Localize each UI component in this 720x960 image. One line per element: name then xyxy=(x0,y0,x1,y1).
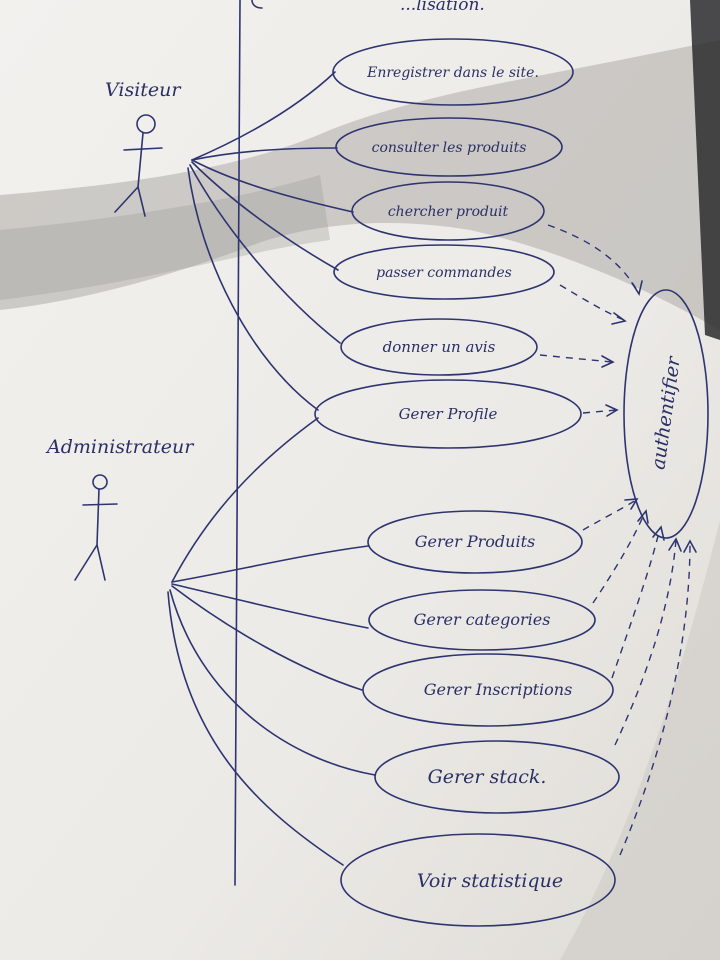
use-case-stock-label: Gerer stack. xyxy=(428,766,547,788)
use-case-search: chercher produit xyxy=(351,181,545,241)
actor-admin: Administrateur xyxy=(45,436,195,581)
stick-figure-admin-icon xyxy=(74,474,118,581)
use-case-review-label: donner un avis xyxy=(383,338,496,356)
stick-figure-visitor-icon xyxy=(114,114,163,217)
use-case-stats-label: Voir statistique xyxy=(417,870,563,892)
use-case-categories-label: Gerer categories xyxy=(414,610,551,629)
use-case-signups: Gerer Inscriptions xyxy=(362,653,614,727)
actor-visitor-label: Visiteur xyxy=(105,79,182,101)
partial-top-ellipse-edge xyxy=(251,0,263,9)
admin-associations xyxy=(167,417,376,866)
use-case-browse: consulter les produits xyxy=(335,117,563,177)
use-case-profile-label: Gerer Profile xyxy=(399,405,498,423)
use-case-categories: Gerer categories xyxy=(368,589,596,651)
use-case-search-label: chercher produit xyxy=(388,204,509,220)
use-case-browse-label: consulter les produits xyxy=(372,140,527,156)
visitor-associations xyxy=(187,71,354,411)
use-case-profile: Gerer Profile xyxy=(314,379,582,449)
use-case-stats: Voir statistique xyxy=(340,833,616,927)
use-case-register: Enregistrer dans le site. xyxy=(332,38,574,106)
use-case-review: donner un avis xyxy=(340,318,538,376)
use-case-authenticate-label: authentifier xyxy=(647,353,685,470)
partial-top-text: ...lisation. xyxy=(400,0,485,15)
use-case-stock: Gerer stack. xyxy=(374,740,620,814)
use-case-signups-label: Gerer Inscriptions xyxy=(424,680,573,699)
include-arrows xyxy=(539,224,697,856)
system-boundary-line xyxy=(234,0,241,886)
use-case-products: Gerer Produits xyxy=(367,510,583,574)
actor-visitor: Visiteur xyxy=(105,79,182,217)
use-case-products-label: Gerer Produits xyxy=(415,532,535,551)
actor-admin-label: Administrateur xyxy=(45,436,195,458)
use-case-register-label: Enregistrer dans le site. xyxy=(366,65,539,81)
use-case-order-label: passer commandes xyxy=(376,265,512,281)
use-case-order: passer commandes xyxy=(333,244,555,300)
